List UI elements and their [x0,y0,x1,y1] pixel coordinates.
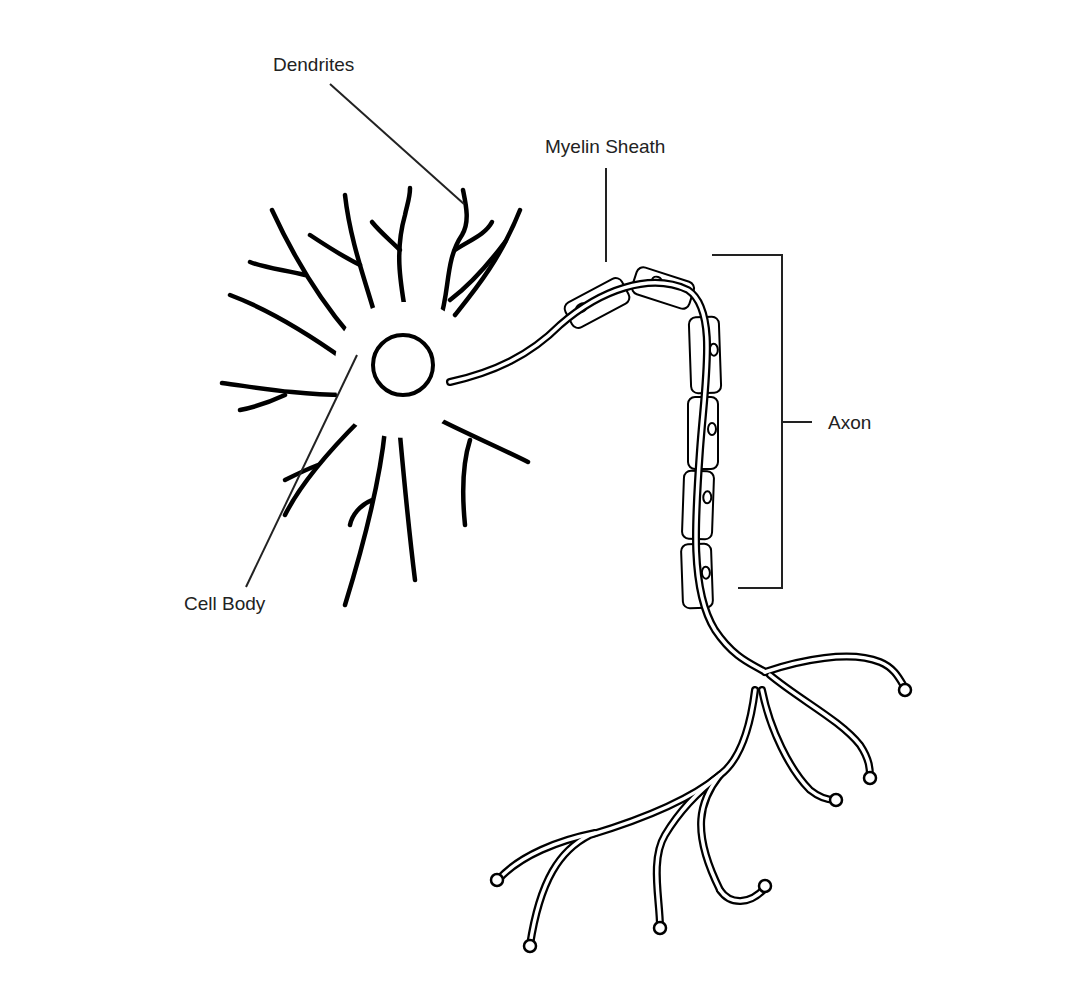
part-label: Dendrites [273,54,354,76]
dendrites [222,188,528,605]
cell-body [334,302,462,438]
part-label: Axon [828,412,871,434]
axon-terminals [491,684,911,952]
part-label: Myelin Sheath [545,136,665,158]
leader-lines [246,84,812,588]
nucleus [373,335,433,395]
axon [450,283,911,952]
part-label: Cell Body [184,593,265,615]
